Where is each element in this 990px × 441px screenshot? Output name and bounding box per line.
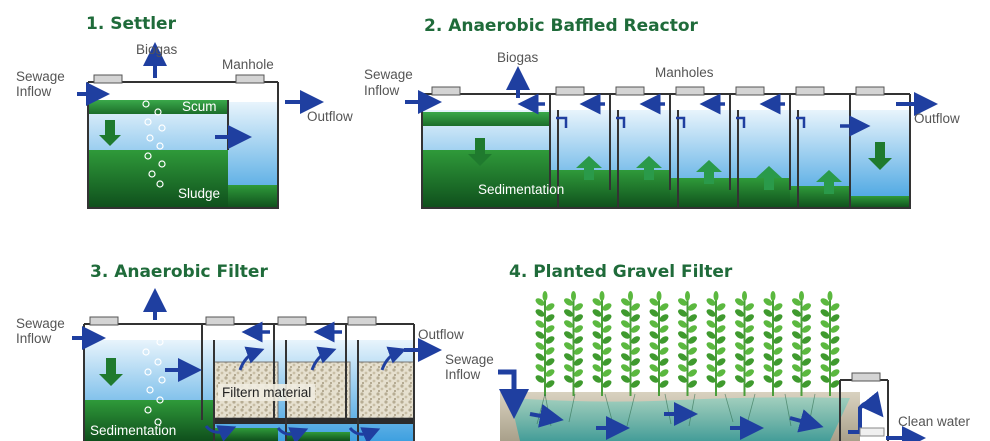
filter-title: 3. Anaerobic Filter [90,262,268,282]
plant-icon [535,291,555,396]
filter-baffles [201,324,359,441]
plant-icon [735,291,754,396]
settler-title: 1. Settler [86,14,176,34]
planted-gravel-filter-diagram [498,291,926,441]
outlet-arrow-icon [848,391,884,434]
filter-media-3 [357,361,415,419]
manhole-cover-icon [851,372,881,382]
settling-arrow-icon [99,358,123,386]
abr-outflow-label: Outflow [914,111,960,126]
filter-material-label: Filtern material [218,384,316,401]
outlet-pipe [859,427,885,437]
settler-sludge-layer-2 [228,185,278,208]
abr-biogas-label: Biogas [497,50,539,65]
plant-icon [621,291,640,396]
gravel-clean-water-label: Clean water [898,414,971,429]
abr-baffles [549,94,851,208]
filter-inflow-label-1: Sewage [16,316,65,331]
inflow-arrow-icon [498,369,529,419]
settler-sludge-label: Sludge [178,186,221,201]
flow-arrows [529,402,824,440]
abr-diagram [405,66,938,209]
bubble-icon [142,84,166,188]
upflow-arrow-icon [204,346,407,441]
plant-icon [678,291,697,396]
bubble-icon [142,328,166,426]
upflow-arrow-icon [576,156,842,194]
manhole-cover-icon [93,74,123,84]
gravel-inflow-label-1: Sewage [445,352,494,367]
manhole-cover-icon [235,74,265,84]
plant-icon [706,291,726,396]
settler-manhole-label: Manhole [222,57,274,72]
settling-arrow-icon [868,142,892,170]
plant-icon [763,291,783,396]
settler-biogas-label: Biogas [136,42,178,57]
settler-tank-outline [87,82,279,209]
gravel-inflow-label-2: Inflow [445,367,481,382]
settling-arrow-icon [468,138,492,166]
gravel-title: 4. Planted Gravel Filter [509,262,733,282]
settler-outflow-label: Outflow [307,109,353,124]
abr-inflow-label-1: Sewage [364,67,413,82]
settler-inflow-label-1: Sewage [16,69,65,84]
abr-manholes-label: Manholes [655,65,714,80]
settler-sludge-layer [88,150,228,208]
downflow-arrow-icon [556,116,806,128]
plant-icon [564,291,583,396]
plant-row [535,291,840,396]
settler-scum-label: Scum [182,99,217,114]
settling-arrow-icon [99,120,121,146]
anaerobic-filter-diagram [72,288,442,441]
filter-sedimentation-label: Sedimentation [90,423,177,438]
abr-title: 2. Anaerobic Baffled Reactor [424,16,698,36]
plant-icon [820,291,840,396]
plant-icon [592,291,612,396]
plant-icon [792,291,811,396]
manhole-cover-icon [431,86,885,96]
plant-icon [649,291,669,396]
settler-scum-layer [88,100,228,114]
filter-inflow-label-2: Inflow [16,331,52,346]
settler-inflow-label-2: Inflow [16,84,52,99]
abr-scum-layer [422,112,550,126]
filter-outflow-label: Outflow [418,327,464,342]
manhole-cover-icon [89,316,377,326]
abr-tank-outline [421,94,911,209]
abr-inflow-label-2: Inflow [364,83,400,98]
abr-sedimentation-label: Sedimentation [478,182,565,197]
settler-diagram [77,42,324,209]
